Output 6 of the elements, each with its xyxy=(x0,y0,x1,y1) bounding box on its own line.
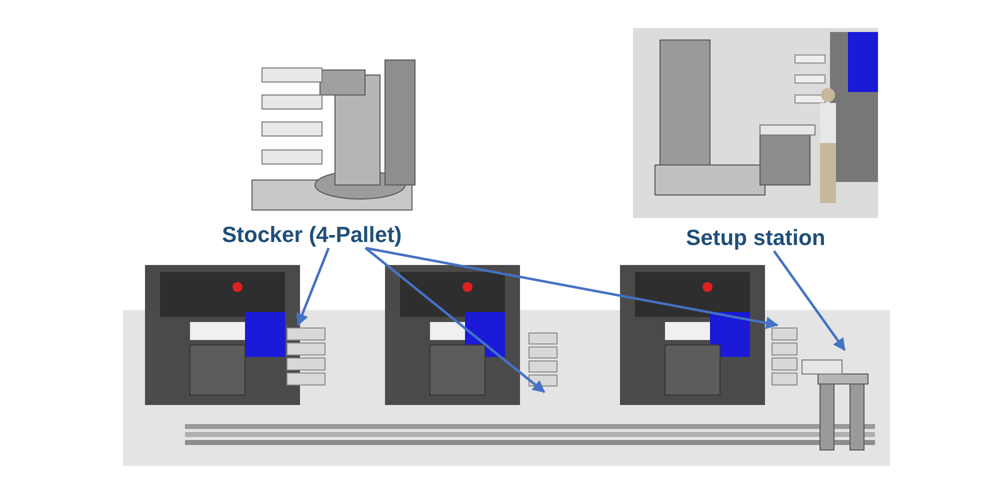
arrow xyxy=(772,250,846,352)
caption-label: Setup station xyxy=(686,225,846,251)
arrow xyxy=(364,247,546,393)
caption-label: Stocker (4-Pallet) xyxy=(222,222,427,248)
arrow xyxy=(365,246,778,330)
arrow xyxy=(296,248,330,326)
